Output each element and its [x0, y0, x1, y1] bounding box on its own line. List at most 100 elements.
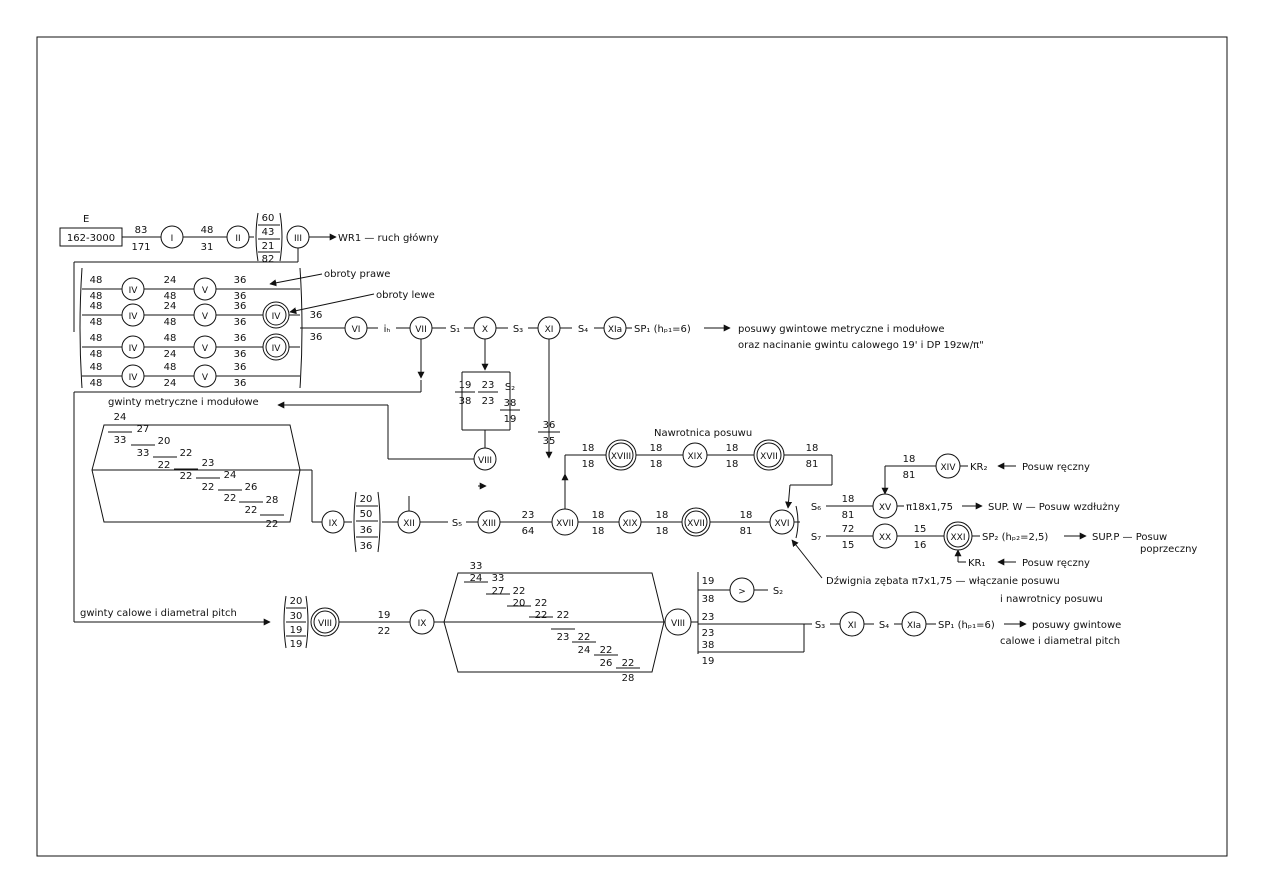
svg-text:IV: IV	[129, 344, 139, 354]
svg-text:30: 30	[290, 611, 303, 622]
svg-text:48: 48	[164, 333, 177, 344]
svg-text:XVII: XVII	[760, 452, 778, 462]
svg-text:36: 36	[360, 525, 373, 536]
ratio-48-31: 48 31	[194, 225, 220, 253]
posuw-reczny-label-1: Posuw ręczny	[1022, 462, 1090, 473]
svg-text:20: 20	[513, 598, 526, 609]
svg-text:18: 18	[726, 443, 739, 454]
svg-text:IV: IV	[272, 312, 282, 322]
svg-text:V: V	[202, 286, 209, 296]
svg-text:48: 48	[90, 333, 103, 344]
svg-text:36: 36	[543, 420, 556, 431]
svg-text:23: 23	[702, 628, 715, 639]
svg-text:18: 18	[650, 459, 663, 470]
svg-text:33: 33	[114, 435, 127, 446]
kr2-symbol: KR₂	[970, 462, 988, 473]
svg-text:27: 27	[137, 424, 150, 435]
svg-text:18: 18	[592, 510, 605, 521]
svg-text:36: 36	[234, 349, 247, 360]
svg-text:VIII: VIII	[478, 456, 492, 466]
svg-text:22: 22	[245, 505, 258, 516]
svg-text:23: 23	[482, 380, 495, 391]
svg-text:XIII: XIII	[482, 519, 496, 529]
svg-text:33: 33	[470, 561, 483, 572]
svg-text:21: 21	[262, 241, 275, 252]
svg-text:48: 48	[90, 301, 103, 312]
svg-text:XII: XII	[403, 519, 414, 529]
svg-text:48: 48	[164, 291, 177, 302]
svg-text:82: 82	[262, 254, 275, 265]
svg-text:28: 28	[622, 673, 635, 684]
svg-text:22: 22	[202, 482, 215, 493]
svg-text:83: 83	[135, 225, 148, 236]
svg-text:33: 33	[492, 573, 505, 584]
s3-symbol-inch: S₃	[815, 620, 825, 631]
s1-symbol: S₁	[450, 324, 460, 335]
svg-text:43: 43	[262, 227, 275, 238]
svg-text:18: 18	[650, 443, 663, 454]
svg-text:33: 33	[137, 448, 150, 459]
ratio-stack-60-43-21-82: 60 43 21 82	[255, 212, 283, 265]
s4-symbol: S₄	[578, 324, 588, 335]
svg-text:15: 15	[914, 524, 927, 535]
feeds-metric-line2: oraz nacinanie gwintu calowego 19' i DP …	[738, 340, 984, 351]
svg-text:IV: IV	[129, 312, 139, 322]
drawing-frame	[36, 36, 1228, 857]
svg-text:36: 36	[234, 317, 247, 328]
svg-text:23: 23	[522, 510, 535, 521]
svg-text:22: 22	[266, 519, 279, 530]
svg-text:171: 171	[131, 242, 150, 253]
wr1-label: WR1 — ruch główny	[338, 232, 439, 244]
ratio-inch-left-stack: 20 30 19 19	[283, 595, 309, 650]
ratio-19-22: 19 22	[372, 610, 396, 637]
svg-text:31: 31	[201, 242, 214, 253]
svg-text:23: 23	[202, 458, 215, 469]
svg-text:XX: XX	[879, 533, 891, 543]
svg-text:19: 19	[378, 610, 391, 621]
pi18-label: π18x1,75	[906, 502, 953, 513]
svg-text:48: 48	[164, 317, 177, 328]
svg-text:22: 22	[158, 460, 171, 471]
svg-text:36: 36	[234, 378, 247, 389]
svg-text:VI: VI	[352, 325, 361, 335]
svg-text:36: 36	[234, 362, 247, 373]
sp1-symbol-inch: SP₁ (hₚ₁=6)	[938, 620, 995, 631]
svg-text:36: 36	[234, 301, 247, 312]
ratio-inch-right-stack: 19 38 23 23 38 19	[697, 572, 720, 667]
ratio-xx-15-16: 15 16	[908, 524, 932, 551]
svg-text:24: 24	[114, 412, 127, 423]
ratio-20-50-36-36: 20 50 36 36	[353, 491, 381, 553]
svg-text:XVI: XVI	[775, 519, 790, 529]
sup-w-label: SUP. W — Posuw wzdłużny	[988, 502, 1120, 513]
svg-text:72: 72	[842, 524, 855, 535]
svg-text:19: 19	[702, 576, 715, 587]
svg-text:26: 26	[245, 482, 258, 493]
svg-text:50: 50	[360, 509, 373, 520]
svg-text:27: 27	[492, 586, 505, 597]
svg-text:V: V	[202, 344, 209, 354]
svg-text:48: 48	[90, 275, 103, 286]
sp2-symbol: SP₂ (hₚ₂=2,5)	[982, 532, 1048, 543]
svg-text:XVII: XVII	[687, 519, 705, 529]
svg-text:36: 36	[310, 332, 323, 343]
ratio-23-64: 23 64	[516, 510, 540, 537]
svg-text:48: 48	[164, 362, 177, 373]
ratio-18-18-e: 18 18	[720, 443, 744, 470]
svg-text:48: 48	[90, 378, 103, 389]
svg-text:23: 23	[702, 612, 715, 623]
feeds-inch-line2: calowe i diametral pitch	[1000, 636, 1120, 647]
svg-text:XI: XI	[848, 621, 857, 631]
svg-text:36: 36	[310, 310, 323, 321]
svg-text:18: 18	[806, 443, 819, 454]
svg-text:23: 23	[482, 396, 495, 407]
svg-text:>: >	[738, 587, 746, 597]
ratio-18-18-c: 18 18	[576, 443, 600, 470]
svg-text:XIX: XIX	[623, 519, 638, 529]
svg-text:IV: IV	[129, 373, 139, 383]
ratio-s6-18-81: 18 81	[836, 494, 860, 521]
svg-text:19: 19	[702, 656, 715, 667]
svg-text:22: 22	[180, 471, 193, 482]
shift-group: 19 38 23 23 S₂ 38 19	[455, 371, 520, 431]
svg-text:20: 20	[290, 596, 303, 607]
feeds-inch-line1: posuwy gwintowe	[1032, 620, 1121, 631]
